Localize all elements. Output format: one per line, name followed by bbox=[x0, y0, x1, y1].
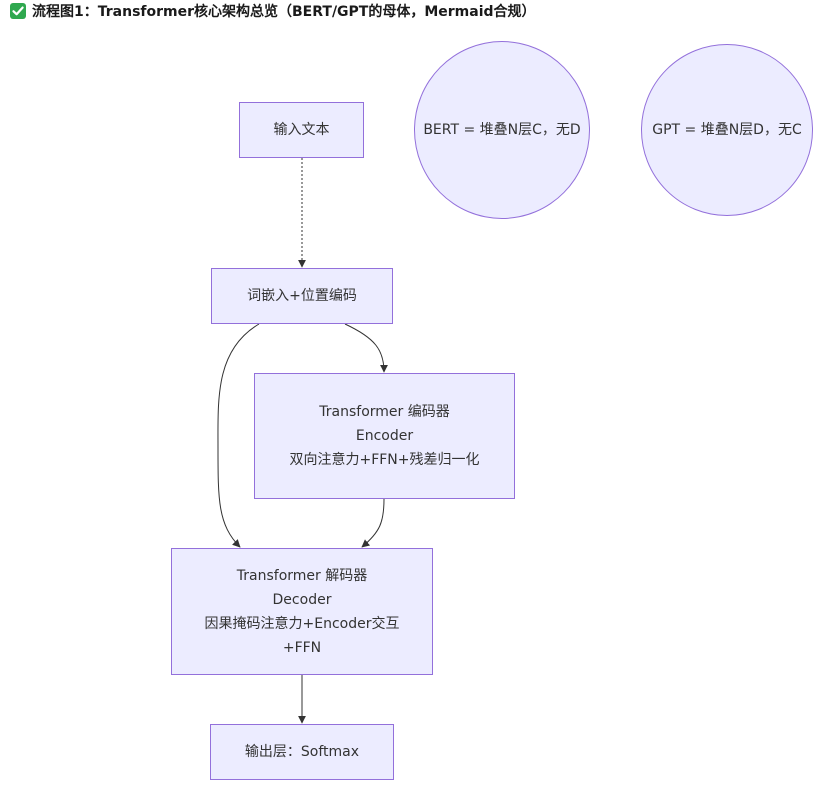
node-gpt-note: GPT = 堆叠N层D，无C bbox=[641, 44, 813, 216]
node-bert-label: BERT = 堆叠N层C，无D bbox=[423, 122, 581, 138]
edge-embedding-to-decoder bbox=[217, 323, 260, 548]
node-bert-note: BERT = 堆叠N层C，无D bbox=[414, 41, 590, 219]
node-decoder-label: Transformer 解码器 Decoder 因果掩码注意力+Encoder交… bbox=[204, 567, 400, 656]
node-gpt-label: GPT = 堆叠N层D，无C bbox=[652, 122, 802, 138]
diagram-heading: 流程图1：Transformer核心架构总览（BERT/GPT的母体，Merma… bbox=[10, 0, 536, 22]
node-decoder: Transformer 解码器 Decoder 因果掩码注意力+Encoder交… bbox=[171, 548, 433, 675]
edge-embedding-to-encoder bbox=[344, 323, 388, 373]
node-input-label: 输入文本 bbox=[273, 122, 330, 138]
node-output-layer: 输出层：Softmax bbox=[210, 724, 394, 780]
check-mark-icon bbox=[10, 3, 26, 19]
node-embedding-label: 词嵌入+位置编码 bbox=[247, 288, 357, 304]
node-output-label: 输出层：Softmax bbox=[244, 744, 360, 760]
node-encoder: Transformer 编码器 Encoder 双向注意力+FFN+残差归一化 bbox=[254, 373, 515, 499]
node-encoder-label: Transformer 编码器 Encoder 双向注意力+FFN+残差归一化 bbox=[289, 404, 480, 468]
node-embedding: 词嵌入+位置编码 bbox=[211, 268, 393, 324]
node-input-text: 输入文本 bbox=[239, 102, 364, 158]
edge-encoder-to-decoder bbox=[361, 498, 385, 548]
heading-text: 流程图1：Transformer核心架构总览（BERT/GPT的母体，Merma… bbox=[32, 4, 536, 20]
